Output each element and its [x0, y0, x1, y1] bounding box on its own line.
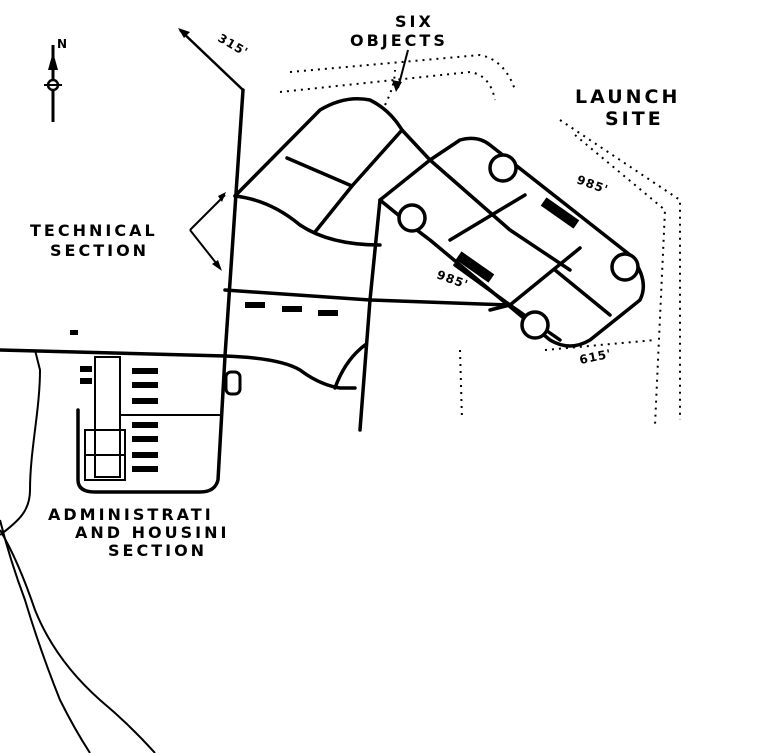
technical-section-label-1: TECHNICAL: [30, 221, 158, 240]
launcher-pad-4: [520, 310, 550, 340]
diagonal-315: [179, 29, 244, 91]
technical-section-label-2: SECTION: [50, 241, 149, 260]
north-label: N: [57, 37, 68, 51]
launch-site-label-2: SITE: [605, 108, 664, 130]
arrowhead-icon: [178, 28, 190, 38]
launcher-pad-1: [488, 153, 518, 183]
technical-roads: [223, 97, 512, 432]
admin-housing-block: [70, 330, 242, 481]
spine-road: [76, 88, 245, 494]
shoreline-outer: [0, 349, 91, 753]
launcher-pad-2: [397, 203, 427, 233]
six-objects-label-1: SIX: [395, 12, 434, 31]
launch-site-roads: [378, 136, 646, 348]
north-arrow-icon: N: [44, 37, 68, 122]
six-objects-label-2: OBJECTS: [350, 31, 448, 50]
launch-site-label-1: LAUNCH: [575, 86, 680, 108]
admin-section-label-2: AND HOUSINI: [75, 523, 229, 542]
admin-section-label-1: ADMINISTRATI: [48, 505, 214, 524]
dimension-985-a: 985': [575, 173, 611, 197]
perimeter-dashes: [279, 53, 681, 426]
admin-section-label-3: SECTION: [108, 541, 207, 560]
leader-lines: [189, 49, 409, 271]
main-road: [0, 348, 357, 390]
launcher-pad-3: [610, 252, 640, 282]
shoreline-inner: [0, 529, 156, 753]
dimension-615: 615': [578, 347, 613, 367]
dimension-315: 315': [216, 31, 251, 59]
